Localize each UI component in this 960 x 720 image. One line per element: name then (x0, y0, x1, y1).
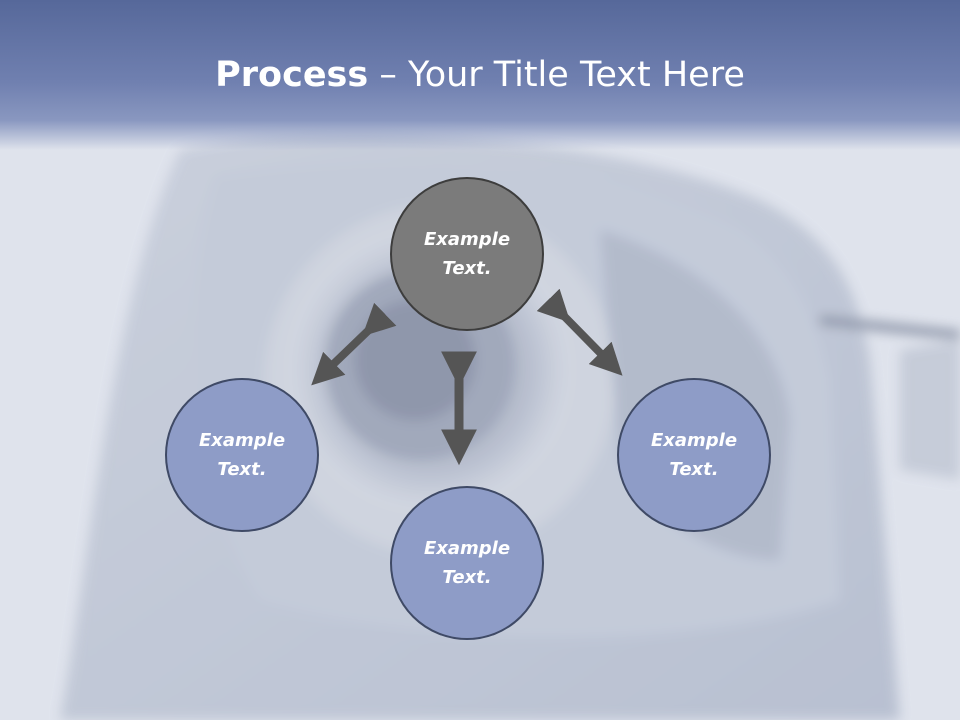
process-node-right[interactable]: Example Text. (617, 378, 771, 532)
process-node-left[interactable]: Example Text. (165, 378, 319, 532)
process-node-bottom[interactable]: Example Text. (390, 486, 544, 640)
slide-title-rest: – Your Title Text Here (368, 55, 745, 95)
arrow-top-left (311, 302, 397, 386)
node-label-line1: Example (423, 229, 511, 250)
node-label-line1: Example (423, 538, 511, 559)
node-label-line2: Text. (442, 258, 492, 279)
title-band (0, 0, 960, 150)
slide-title-bold: Process (215, 55, 369, 95)
node-label-line2: Text. (669, 459, 719, 480)
node-label-line2: Text. (442, 567, 492, 588)
slide-title[interactable]: Process – Your Title Text Here (0, 52, 960, 98)
node-label-line1: Example (650, 430, 738, 451)
arrow-top-right (536, 288, 623, 376)
node-label-line1: Example (198, 430, 286, 451)
node-label-line2: Text. (217, 459, 267, 480)
process-node-top[interactable]: Example Text. (390, 177, 544, 331)
